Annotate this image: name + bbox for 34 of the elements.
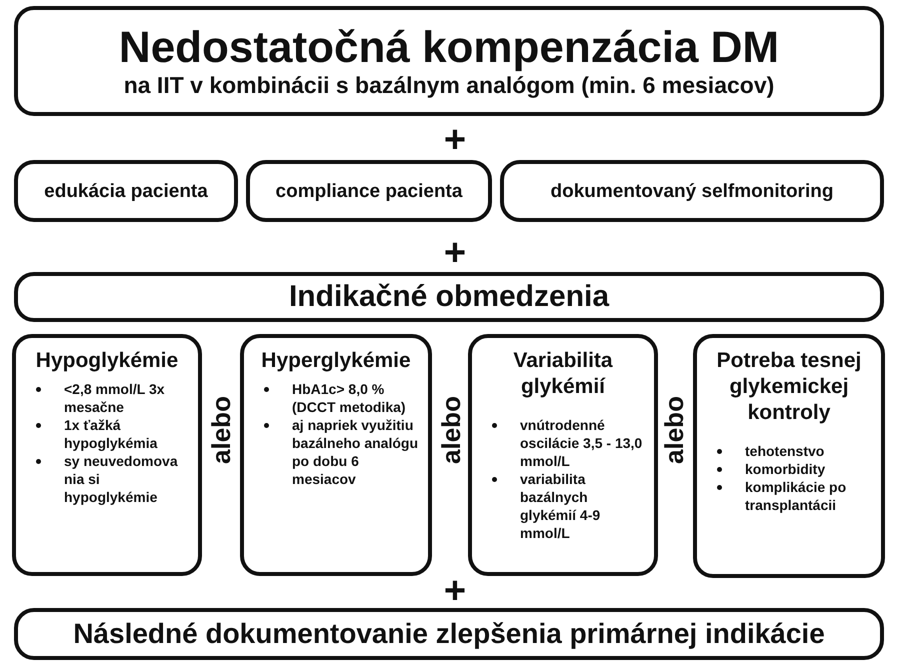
category-box xyxy=(693,334,885,578)
box-heading: Hypoglykémie xyxy=(36,348,178,374)
bullet-item: <2,8 mmol/L 3x mesačne xyxy=(64,381,165,415)
bullet-item: variabilita bazálnych glykémií 4-9 mmol/L xyxy=(520,471,600,541)
box-label: edukácia pacienta xyxy=(44,180,208,202)
rounded-box xyxy=(246,160,492,222)
connector-word: alebo xyxy=(659,396,689,464)
box-label: compliance pacienta xyxy=(276,180,462,202)
bullet-item: sy neuvedomova nia si hypoglykémie xyxy=(64,453,178,505)
category-box xyxy=(240,334,432,576)
category-box xyxy=(12,334,202,576)
box-label: dokumentovaný selfmonitoring xyxy=(550,180,834,202)
subheading: na IIT v kombinácii s bazálnym analógom (min. 6 mesiacov) xyxy=(124,72,774,98)
box-heading: Potreba tesnej glykemickej kontroly xyxy=(716,348,862,426)
plus-sign: + xyxy=(444,125,466,155)
connector-word: alebo xyxy=(436,396,466,464)
rounded-box xyxy=(500,160,884,222)
box-heading: Hyperglykémie xyxy=(261,348,411,374)
category-box xyxy=(468,334,658,576)
connector-word: alebo xyxy=(206,396,236,464)
box-label: Následné dokumentovanie zlepšenia primárnej indikácie xyxy=(73,618,825,650)
bullet-item: tehotenstvo xyxy=(745,443,824,459)
box-label: Indikačné obmedzenia xyxy=(288,280,610,314)
title-heading: Nedostatočná kompenzácia DM xyxy=(118,24,780,72)
bullet-item: komorbidity xyxy=(745,461,826,477)
bullet-item: komplikácie po transplantácii xyxy=(745,479,846,513)
box-heading: Variabilita glykémií xyxy=(512,348,614,400)
bullet-item: HbA1c> 8,0 % (DCCT metodika) xyxy=(292,381,406,415)
rounded-box xyxy=(14,160,238,222)
plus-sign: + xyxy=(444,576,466,606)
rounded-box xyxy=(14,608,884,660)
bullet-item: aj napriek využitiu bazálneho analógu po dobu 6 mesiacov xyxy=(292,417,418,487)
plus-sign: + xyxy=(444,238,466,268)
rounded-box xyxy=(14,6,884,116)
